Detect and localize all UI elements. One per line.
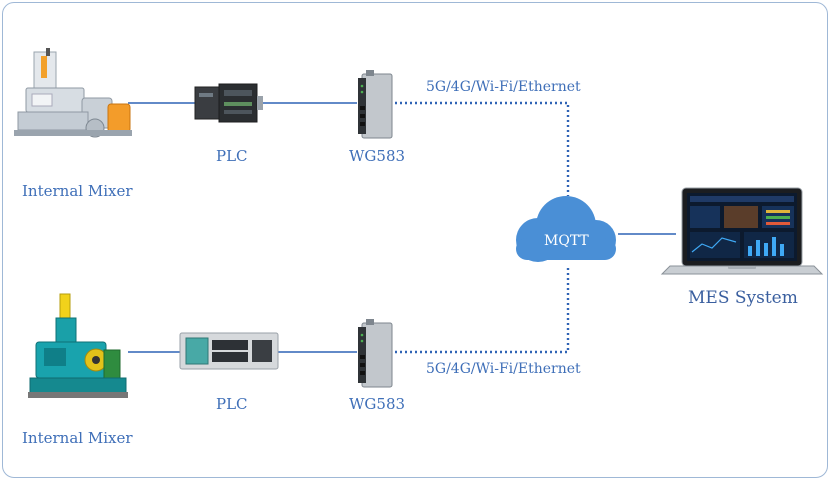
- plc-top-icon: [194, 83, 263, 123]
- connections: [128, 101, 676, 354]
- gateway-bottom-icon: [358, 319, 393, 388]
- internal-mixer-top-label: Internal Mixer: [22, 182, 133, 200]
- mes-laptop-icon: [660, 187, 824, 275]
- network-bottom-label: 5G/4G/Wi-Fi/Ethernet: [426, 361, 581, 377]
- wireless-link-bottom: [395, 268, 570, 354]
- gateway-top-label: WG583: [349, 147, 406, 165]
- internal-mixer-top-icon: [14, 48, 132, 138]
- network-top-label: 5G/4G/Wi-Fi/Ethernet: [426, 79, 581, 95]
- plc-bottom-icon: [179, 332, 279, 370]
- wireless-link-top: [395, 101, 570, 196]
- mes-system-label: MES System: [688, 288, 798, 308]
- plc-bottom-label: PLC: [216, 395, 248, 413]
- gateway-bottom-label: WG583: [349, 395, 406, 413]
- internal-mixer-bottom-icon: [28, 293, 128, 398]
- mqtt-cloud-label: MQTT: [544, 233, 589, 249]
- plc-top-label: PLC: [216, 147, 248, 165]
- internal-mixer-bottom-label: Internal Mixer: [22, 429, 133, 447]
- mqtt-cloud-icon: [516, 196, 616, 262]
- gateway-top-icon: [358, 70, 393, 139]
